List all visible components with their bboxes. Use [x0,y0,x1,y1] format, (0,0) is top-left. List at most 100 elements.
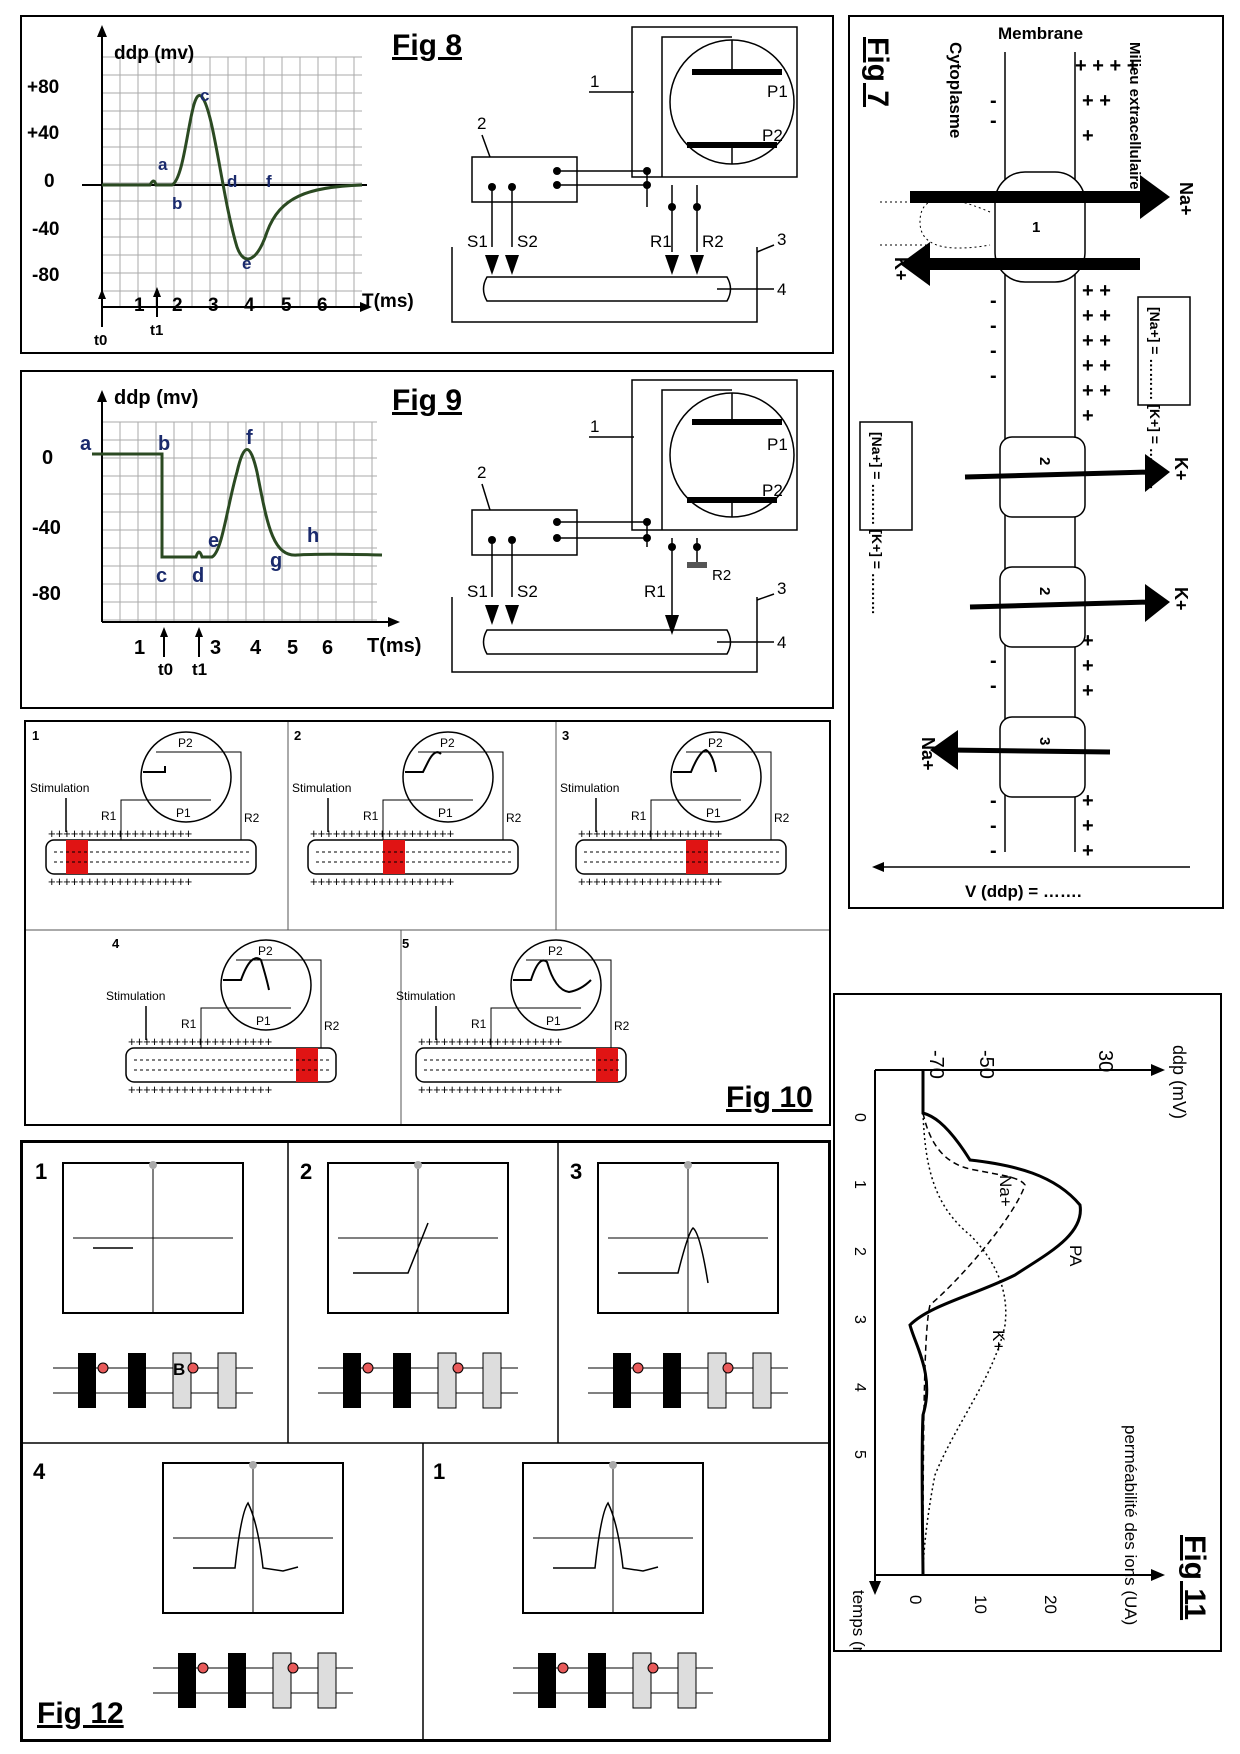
fig8-oscilloscope [631,26,798,178]
fig9-point-h: h [307,525,319,547]
fig10-panel-number: 2 [294,728,301,743]
fig8-label-p2: P2 [762,126,783,145]
fig10-trace [223,957,270,991]
fig8-label-4: 4 [777,280,786,299]
svg-text:+: + [1082,655,1094,677]
fig10-label-p2: P2 [440,736,455,750]
fig7-box-outside-text: [Na+] = ……… [K+] = ……… [1147,307,1163,490]
fig8-xtick: 1 [134,295,145,316]
fig10-trace [405,751,442,773]
fig10-label-r2: R2 [506,811,522,825]
fig7-panel: Fig 7 Cytoplasme Membrane Milieu extrace… [848,15,1224,909]
fig12-node-grey [437,1352,457,1409]
fig10-axon [415,1047,627,1083]
fig12-electrode [722,1362,734,1374]
fig9-xtick: 1 [134,637,145,659]
fig12-node-black [538,1653,556,1708]
fig9-panel: ddp (mv) T(ms) 0 -40 -80 1 3 4 5 6 t0 t1… [20,370,834,709]
fig8-nerve [482,276,732,302]
svg-text:+ +: + + [1082,355,1111,377]
fig9-title: Fig 9 [392,384,462,417]
fig9-nerve [482,629,732,655]
fig12-node-grey [707,1352,727,1409]
fig10-label-r2: R2 [774,811,790,825]
svg-text:+: + [1082,815,1094,837]
fig10-r1-wire [650,799,676,840]
fig12-electrode [452,1362,464,1374]
fig7-ion-k-2: K+ [1171,457,1191,481]
fig9-label-r1: R1 [644,582,666,601]
fig11-time-tick: 2 [851,1247,868,1256]
svg-text:-: - [990,290,997,312]
fig8-ylabel: ddp (mv) [114,43,194,64]
fig8-ytick: +80 [27,77,59,98]
fig10-label-r1: R1 [181,1017,197,1031]
fig7-na-arrow-in [949,747,1111,755]
fig12-screen-marker [609,1461,617,1469]
svg-text:+ +: + + [1082,330,1111,352]
fig10-r2-wire [231,751,242,840]
fig11-label-k: K+ [989,1330,1008,1351]
fig10-label-p2: P2 [708,736,723,750]
fig9-point-a: a [80,433,92,455]
fig7-voltage-label: V (ddp) = ……. [965,882,1082,901]
fig9-point-f: f [246,427,253,449]
fig10-axon [45,839,257,875]
fig7-box-inside-text: [Na+] = ……… [K+] = ……… [869,432,885,615]
fig10-label-r2: R2 [614,1019,630,1033]
fig10-outer-charges: +++++++++++++++++++ [578,874,722,889]
fig8-t1: t1 [150,322,163,339]
fig8-ytick: -40 [32,219,59,240]
fig10-label-r2: R2 [244,811,260,825]
fig8-label-3: 3 [777,230,786,249]
fig10-axon [307,839,519,875]
fig9-label-p1: P1 [767,435,788,454]
fig8-t0-head [98,289,106,299]
fig7-ion-k-3: K+ [1171,587,1191,611]
fig10-r2-wire [311,959,322,1048]
fig9-label-r2: R2 [712,567,731,584]
fig12-node-black [178,1653,196,1708]
fig7-ion-na-2: Na+ [918,737,938,771]
fig12-trace [618,1227,709,1284]
fig7-cytoplasm-label: Cytoplasme [946,42,965,138]
fig8-setup [451,26,798,323]
fig12-node-grey [482,1352,502,1409]
fig8-label-1: 1 [590,72,599,91]
svg-text:-: - [990,90,997,112]
fig9-label-s2: S2 [517,582,538,601]
fig10-outer-charges: +++++++++++++++++++ [310,874,454,889]
fig9-t1-head [195,627,203,637]
fig8-xtick: 5 [281,295,292,316]
fig12-electrode [362,1362,374,1374]
fig11-ddp-tick: 30 [1094,1050,1116,1072]
fig12-node-a: A [83,1390,95,1409]
fig7-ion-na-1: Na+ [1176,182,1196,216]
fig10-label-p1: P1 [438,806,453,820]
fig12-electrode [187,1362,199,1374]
fig11-perm-tick: 0 [906,1595,925,1604]
fig12-node-black [613,1353,631,1408]
fig11-time-tick: 4 [851,1383,868,1392]
fig12-trace [553,1501,659,1572]
fig10-stimulation-label: Stimulation [106,989,165,1003]
fig8-dots [485,167,704,275]
fig7-channel-label: 1 [1032,219,1040,236]
fig12-trace [353,1222,429,1274]
fig10-r1-wire [200,1007,226,1048]
fig7-k-arrow-2b [969,599,1151,610]
svg-text:-: - [990,365,997,387]
fig10-label-r1: R1 [471,1017,487,1031]
svg-text:+: + [1082,680,1094,702]
fig12-electrode [557,1662,569,1674]
fig12-electrode [632,1362,644,1374]
fig12-panel-number: 1 [35,1159,47,1184]
fig8-t0: t0 [94,332,107,349]
fig12-electrode [197,1662,209,1674]
fig11-pa-curve [908,1070,1082,1576]
fig9-point-d: d [192,565,204,587]
